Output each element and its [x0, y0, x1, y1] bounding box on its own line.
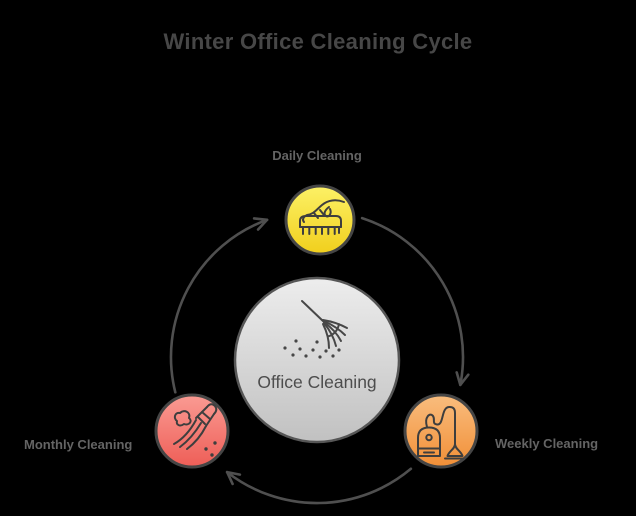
arrowhead-monthly-to-daily-icon	[252, 217, 269, 231]
monthly-cleaning-circle	[154, 393, 230, 469]
arrow-daily-to-weekly	[360, 216, 465, 387]
weekly-cleaning-label: Weekly Cleaning	[495, 436, 599, 451]
arrowhead-weekly-to-monthly-icon	[225, 470, 242, 486]
daily-cleaning-label: Daily Cleaning	[272, 148, 362, 163]
vacuum-cleaner-icon	[417, 405, 464, 460]
center-hub-label: Office Cleaning	[257, 372, 377, 392]
whisk-broom-dust-icon	[283, 300, 348, 359]
monthly-cleaning-label: Monthly Cleaning	[24, 437, 133, 452]
sweeping-brush-dust-icon	[173, 403, 218, 457]
arrowhead-daily-to-weekly-icon	[455, 371, 470, 387]
daily-cleaning-circle	[284, 184, 356, 256]
center-hub-circle	[233, 276, 401, 444]
weekly-cleaning-circle	[403, 393, 479, 469]
arrow-monthly-to-daily	[169, 218, 269, 394]
arrow-weekly-to-monthly	[225, 467, 413, 505]
hand-scrub-brush-icon	[299, 199, 345, 235]
page-title: Winter Office Cleaning Cycle	[163, 29, 473, 54]
